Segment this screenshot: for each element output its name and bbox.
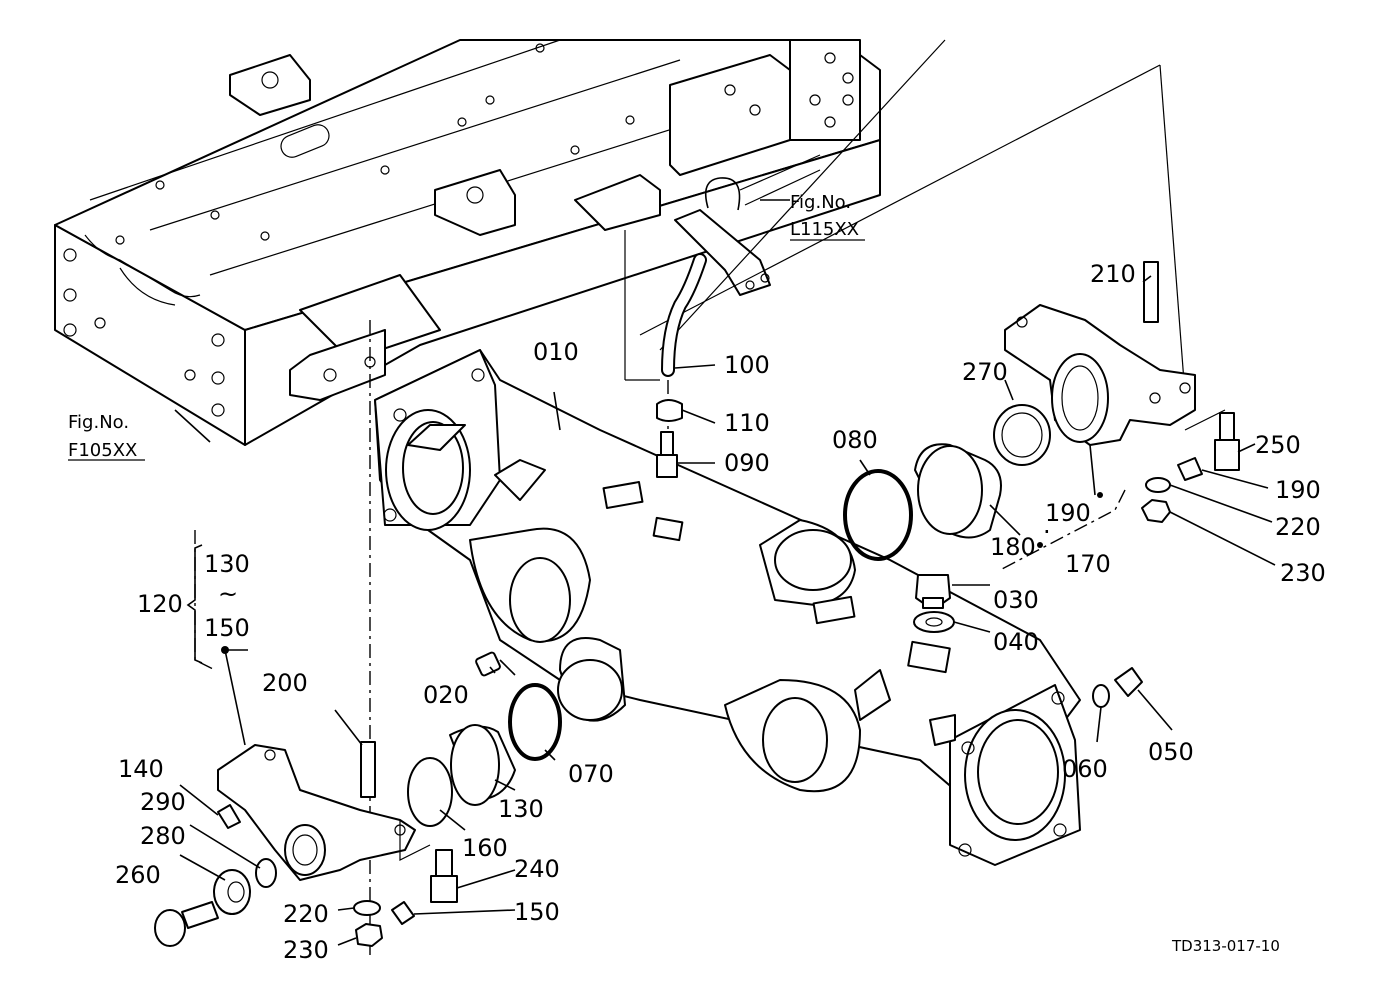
label-230-left: 230 <box>283 936 329 964</box>
small-parts <box>154 253 1240 947</box>
label-200: 200 <box>262 669 308 697</box>
label-230-right: 230 <box>1280 559 1326 587</box>
label-190-secondary: 190 <box>1045 499 1091 527</box>
label-140: 140 <box>118 755 164 783</box>
ref-f105xx-line2: F105XX <box>68 440 137 461</box>
leader-lines <box>174 199 1276 946</box>
label-150: 150 <box>514 898 560 926</box>
reference-f105xx: Fig.No. F105XX <box>68 412 145 461</box>
label-280: 280 <box>140 822 186 850</box>
figure-code: TD313-017-10 <box>1171 937 1280 955</box>
reference-l115xx: Fig.No. L115XX <box>790 192 865 241</box>
label-010: 010 <box>533 338 579 366</box>
label-050: 050 <box>1148 738 1194 766</box>
label-040: 040 <box>993 628 1039 656</box>
label-090: 090 <box>724 449 770 477</box>
dot-separator: . <box>1043 511 1051 539</box>
label-070: 070 <box>568 760 614 788</box>
label-220-right: 220 <box>1275 513 1321 541</box>
label-020: 020 <box>423 681 469 709</box>
label-250: 250 <box>1255 431 1301 459</box>
label-120: 120 <box>137 590 183 618</box>
range-bracket <box>186 544 203 664</box>
label-170: 170 <box>1065 550 1111 578</box>
label-290: 290 <box>140 788 186 816</box>
ref-f105xx-line1: Fig.No. <box>68 412 129 433</box>
label-100: 100 <box>724 351 770 379</box>
label-260: 260 <box>115 861 161 889</box>
ref-l115xx-line1: Fig.No. <box>790 192 851 213</box>
range-mark: ~ <box>218 580 238 608</box>
label-190: 190 <box>1275 476 1321 504</box>
label-110: 110 <box>724 409 770 437</box>
label-060: 060 <box>1062 755 1108 783</box>
label-160: 160 <box>462 834 508 862</box>
ref-l115xx-line2: L115XX <box>790 219 859 240</box>
label-240: 240 <box>514 855 560 883</box>
label-150-range-end: 150 <box>204 614 250 642</box>
label-220-left: 220 <box>283 900 329 928</box>
front-axle-housing <box>374 349 1081 866</box>
label-130: 130 <box>498 795 544 823</box>
part-labels: 010 020 030 040 050 060 070 080 090 100 … <box>115 260 1326 964</box>
label-210: 210 <box>1090 260 1136 288</box>
frame-assembly <box>54 39 881 446</box>
label-080: 080 <box>832 426 878 454</box>
label-180: 180 <box>990 533 1036 561</box>
label-130-range-start: 130 <box>204 550 250 578</box>
label-270: 270 <box>962 358 1008 386</box>
label-030: 030 <box>993 586 1039 614</box>
